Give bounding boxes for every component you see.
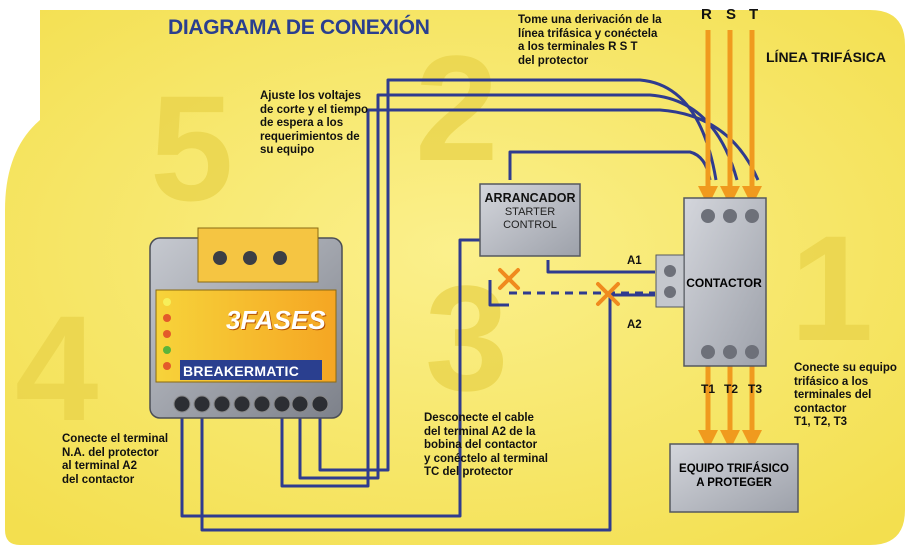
wire-tc-to-starter — [488, 280, 509, 307]
starter-box — [479, 183, 581, 257]
phase-lines — [698, 30, 762, 450]
big-number-4: 4 — [15, 284, 98, 452]
disconnect-marks — [498, 268, 620, 306]
wire-tap-t — [280, 108, 760, 488]
output-label-t1: T1 — [701, 382, 716, 396]
terminal-a1 — [664, 265, 676, 277]
status-leds — [163, 298, 171, 370]
three-phase-line-label: LÍNEA TRIFÁSICA — [766, 49, 887, 65]
phase-label-t: T — [749, 6, 759, 23]
step-5-instruction: Ajuste los voltajes de corte y el tiempo… — [260, 90, 369, 156]
wire-a1 — [546, 260, 655, 274]
diagram-title: DIAGRAMA DE CONEXIÓN — [168, 16, 430, 39]
coil-label-a2: A2 — [627, 319, 642, 331]
coil-label-a1: A1 — [627, 255, 642, 267]
knob-3 — [273, 251, 287, 265]
device-logo: 3FASES — [226, 305, 326, 335]
x-mark-starter — [498, 268, 520, 290]
big-number-5: 5 — [150, 64, 233, 232]
contactor-box — [683, 197, 767, 367]
phase-label-r: R — [701, 6, 712, 23]
step-3-instruction: Desconecte el cable del terminal A2 de l… — [424, 412, 548, 478]
step-4-instruction: Conecte el terminal N.A. del protector a… — [62, 433, 169, 486]
big-number-3: 3 — [425, 254, 508, 422]
step-2-instruction: Tome una derivación de la línea trifásic… — [518, 14, 662, 67]
adjust-knobs — [213, 251, 287, 265]
output-label-t3: T3 — [748, 382, 763, 396]
device-brand: BREAKERMATIC — [183, 363, 300, 379]
wire-tc — [180, 238, 480, 518]
protector-terminals — [173, 395, 329, 413]
contactor-terminals — [701, 209, 759, 359]
step-1-instruction: Conecte su equipo trifásico a los termin… — [794, 362, 897, 428]
equipment-label: EQUIPO TRIFÁSICO A PROTEGER — [679, 463, 789, 489]
starter-title: ARRANCADOR — [484, 191, 576, 205]
terminal-a2 — [664, 286, 676, 298]
contactor-label: CONTACTOR — [686, 276, 762, 290]
starter-subtitle: STARTER CONTROL — [503, 206, 557, 231]
contactor-coil-block — [655, 254, 685, 308]
wire-na-to-a2 — [200, 293, 655, 532]
big-number-2: 2 — [415, 24, 498, 192]
phase-label-s: S — [726, 6, 737, 23]
x-mark-a2 — [596, 282, 620, 306]
equipment-box — [669, 443, 799, 513]
knob-2 — [243, 251, 257, 265]
big-number-1: 1 — [790, 204, 873, 372]
output-label-t2: T2 — [724, 382, 739, 396]
knob-1 — [213, 251, 227, 265]
brand-strip — [180, 360, 322, 380]
